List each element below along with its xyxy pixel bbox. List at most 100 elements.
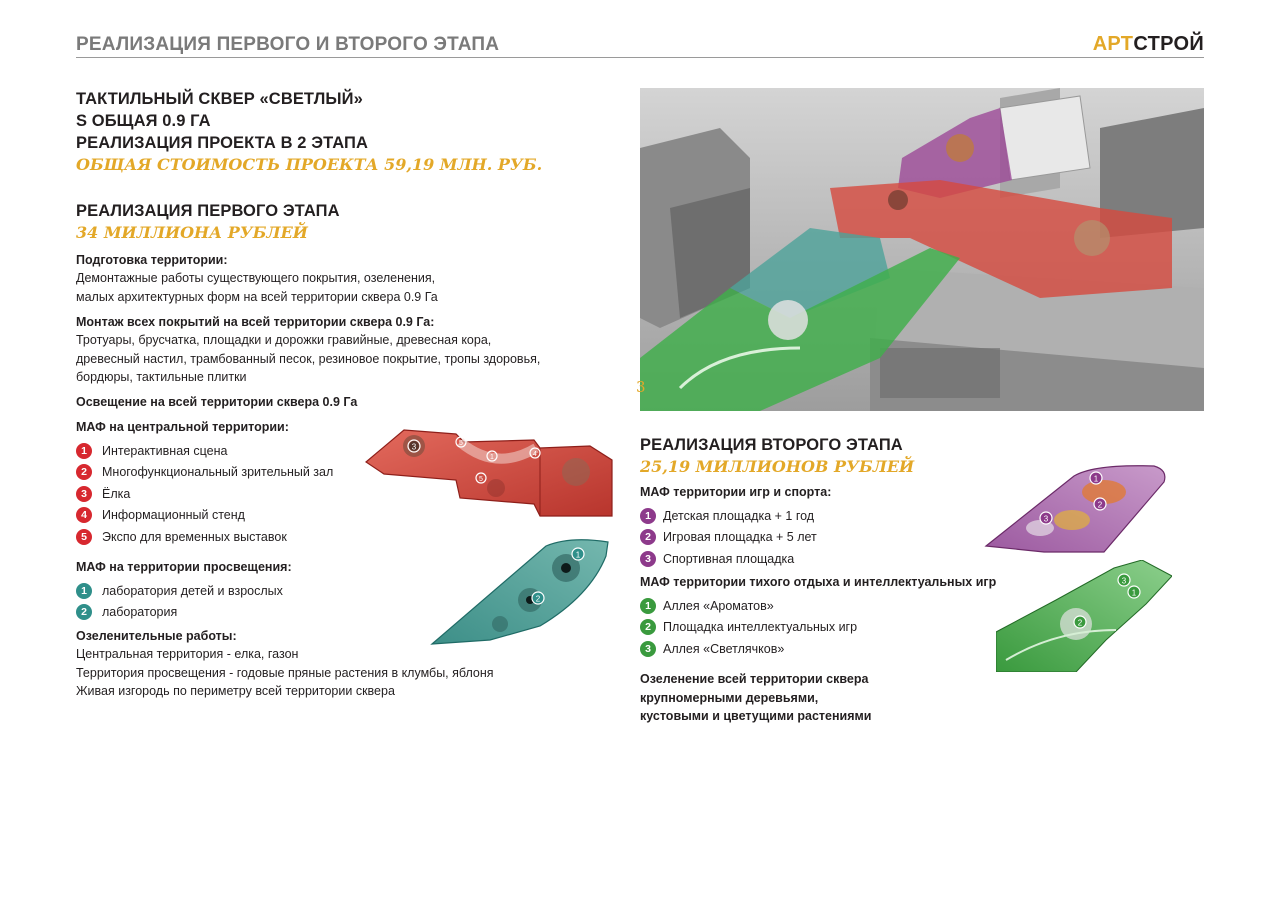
stage2-greening: Озеленение всей территории сквера крупно… — [640, 670, 871, 726]
list-item-label: Площадка интеллектуальных игр — [663, 620, 858, 635]
green-text-3: Живая изгородь по периметру всей террито… — [76, 684, 395, 698]
number-badge: 3 — [640, 550, 656, 567]
stage2-green-3: кустовыми и цветущими растениями — [640, 709, 872, 723]
number-badge: 1 — [640, 507, 656, 524]
project-area: S ОБЩАЯ 0.9 ГА — [76, 112, 211, 130]
maf-play-section: МАФ территории игр и спорта: 1 Детская пл… — [640, 484, 831, 570]
svg-text:1: 1 — [576, 551, 581, 560]
list-item: 3 Спортивная площадка — [640, 548, 831, 570]
list-item: 2 лаборатория — [76, 602, 292, 624]
number-badge: 5 — [76, 528, 92, 545]
mount-title: Монтаж всех покрытий на всей территории … — [76, 315, 435, 329]
stage2-green-2: крупномерными деревьями, — [640, 690, 819, 705]
list-item: 2 Игровая площадка + 5 лет — [640, 527, 831, 549]
stage1-heading: РЕАЛИЗАЦИЯ ПЕРВОГО ЭТАПА 34 МИЛЛИОНА РУБ… — [76, 200, 340, 244]
list-item: 2 Площадка интеллектуальных игр — [640, 617, 996, 639]
stage2-title: РЕАЛИЗАЦИЯ ВТОРОГО ЭТАПА — [640, 436, 903, 454]
header-divider — [76, 57, 1204, 58]
list-item: 5 Экспо для временных выставок — [76, 526, 333, 548]
number-badge: 2 — [76, 604, 92, 621]
aerial-render-image — [640, 88, 1204, 411]
number-badge: 1 — [76, 442, 92, 459]
mount-text-2: древесный настил, трамбованный песок, ре… — [76, 351, 541, 366]
number-badge: 2 — [640, 529, 656, 546]
svg-text:2: 2 — [1098, 501, 1103, 510]
svg-text:4: 4 — [533, 451, 537, 458]
number-badge: 1 — [640, 597, 656, 614]
svg-text:3: 3 — [1044, 515, 1049, 524]
list-item-label: лаборатория — [102, 605, 178, 620]
central-zone-illustration: 3 5 1 4 5 — [365, 429, 613, 517]
number-badge: 1 — [76, 582, 92, 599]
mount-section: Монтаж всех покрытий на всей территории … — [76, 314, 616, 387]
maf-central-list: 1 Интерактивная сцена 2 Многофункциональны… — [76, 440, 333, 548]
quiet-zone-illustration: 3 1 2 — [996, 560, 1172, 672]
svg-text:1: 1 — [1094, 475, 1099, 484]
svg-text:1: 1 — [490, 454, 494, 461]
mount-text-1: Тротуары, брусчатка, площадки и дорожки … — [76, 333, 492, 347]
maf-central-section: МАФ на центральной территории: 1 Интеракт… — [76, 419, 333, 548]
svg-text:2: 2 — [536, 595, 541, 604]
svg-text:2: 2 — [1078, 619, 1083, 628]
maf-quiet-title: МАФ территории тихого отдыха и интеллект… — [640, 575, 997, 589]
list-item: 1 Детская площадка + 1 год — [640, 505, 831, 527]
maf-central-title: МАФ на центральной территории: — [76, 420, 289, 434]
project-name: ТАКТИЛЬНЫЙ СКВЕР «СВЕТЛЫЙ» — [76, 90, 363, 108]
list-item-label: лаборатория детей и взрослых — [102, 583, 283, 598]
stage2-cost: 25,19 МИЛЛИОНОВ РУБЛЕЙ — [640, 457, 915, 476]
project-intro: ТАКТИЛЬНЫЙ СКВЕР «СВЕТЛЫЙ» S ОБЩАЯ 0.9 Г… — [76, 88, 542, 176]
number-badge: 3 — [640, 640, 656, 657]
list-item: 3 Аллея «Светлячков» — [640, 638, 996, 660]
list-item-label: Интерактивная сцена — [102, 443, 228, 458]
list-item-label: Спортивная площадка — [663, 551, 795, 566]
list-item-label: Информационный стенд — [102, 508, 245, 523]
company-logo: АРТСТРОЙ — [1093, 33, 1204, 56]
list-item-label: Игровая площадка + 5 лет — [663, 530, 817, 545]
list-item: 4 Информационный стенд — [76, 505, 333, 527]
list-item-label: Экспо для временных выставок — [102, 529, 287, 544]
project-cost: ОБЩАЯ СТОИМОСТЬ ПРОЕКТА 59,19 МЛН. РУБ. — [76, 155, 543, 174]
education-zone-illustration: 1 2 — [430, 539, 609, 645]
number-badge: 2 — [640, 619, 656, 636]
list-item-label: Аллея «Ароматов» — [663, 598, 774, 613]
maf-quiet-list: 1 Аллея «Ароматов» 2 Площадка интеллектуал… — [640, 595, 996, 660]
stage1-body: Подготовка территории: Демонтажные работ… — [76, 252, 616, 306]
svg-text:3: 3 — [412, 443, 417, 452]
prep-text-1: Демонтажные работы существующего покрыти… — [76, 271, 436, 285]
maf-edu-list: 1 лаборатория детей и взрослых 2 лаборатор… — [76, 580, 292, 623]
list-item: 1 лаборатория детей и взрослых — [76, 580, 292, 602]
stage1-title: РЕАЛИЗАЦИЯ ПЕРВОГО ЭТАПА — [76, 202, 340, 220]
maf-play-title: МАФ территории игр и спорта: — [640, 485, 832, 499]
svg-text:5: 5 — [479, 476, 483, 483]
prep-title: Подготовка территории: — [76, 253, 228, 267]
green-text-1: Центральная территория - елка, газон — [76, 647, 299, 661]
list-item: 3 Ёлка — [76, 483, 333, 505]
list-item-label: Многофункциональный зрительный зал — [102, 465, 334, 480]
number-badge: 2 — [76, 464, 92, 481]
render-marker: 3 — [636, 378, 646, 396]
logo-part-stroy: СТРОЙ — [1133, 33, 1204, 55]
list-item-label: Детская площадка + 1 год — [663, 508, 815, 523]
list-item: 1 Аллея «Ароматов» — [640, 595, 996, 617]
number-badge: 4 — [76, 507, 92, 524]
maf-quiet-section: МАФ территории тихого отдыха и интеллект… — [640, 574, 996, 660]
maf-play-list: 1 Детская площадка + 1 год 2 Игровая площа… — [640, 505, 831, 570]
list-item: 1 Интерактивная сцена — [76, 440, 333, 462]
list-item: 2 Многофункциональный зрительный зал — [76, 462, 333, 484]
maf-edu-section: МАФ на территории просвещения: 1 лаборато… — [76, 559, 292, 623]
stage2-green-1: Озеленение всей территории сквера — [640, 672, 869, 686]
number-badge: 3 — [76, 485, 92, 502]
maf-edu-title: МАФ на территории просвещения: — [76, 560, 292, 574]
stage1-cost: 34 МИЛЛИОНА РУБЛЕЙ — [76, 223, 308, 242]
svg-text:3: 3 — [1122, 577, 1127, 586]
list-item-label: Аллея «Светлячков» — [663, 641, 785, 656]
play-zone-illustration: 1 2 3 — [984, 465, 1166, 553]
svg-text:5: 5 — [459, 440, 463, 447]
logo-part-art: АРТ — [1092, 33, 1134, 55]
prep-text-2: малых архитектурных форм на всей террито… — [76, 289, 438, 304]
mount-text-3: бордюры, тактильные плитки — [76, 370, 247, 384]
stage2-heading: РЕАЛИЗАЦИЯ ВТОРОГО ЭТАПА 25,19 МИЛЛИОНОВ… — [640, 434, 914, 478]
list-item-label: Ёлка — [102, 486, 131, 501]
page-title: РЕАЛИЗАЦИЯ ПЕРВОГО И ВТОРОГО ЭТАПА — [76, 34, 500, 55]
green-title: Озеленительные работы: — [76, 629, 237, 643]
